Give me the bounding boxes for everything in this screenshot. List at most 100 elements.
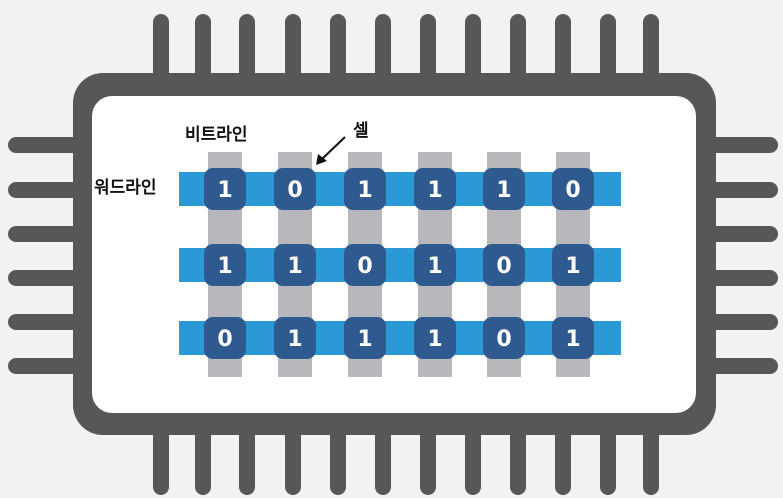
pin-bottom-5 — [330, 425, 346, 495]
pin-top-6 — [375, 14, 391, 84]
memory-cell-bit: 1 — [357, 178, 372, 203]
top-pins — [153, 14, 659, 84]
wordline-label: 워드라인 — [94, 178, 157, 198]
memory-cell: 1 — [204, 168, 246, 210]
memory-cell-bit: 0 — [287, 178, 302, 203]
memory-cell-box — [274, 244, 316, 286]
pin-right-4 — [706, 270, 778, 286]
pin-top-2 — [195, 14, 211, 84]
memory-cell: 1 — [483, 168, 525, 210]
memory-cell-box — [204, 168, 246, 210]
memory-cell-box — [274, 168, 316, 210]
memory-cell-bit: 1 — [565, 254, 580, 279]
pin-right-3 — [706, 226, 778, 242]
bitline-label: 비트라인 — [185, 125, 248, 145]
pin-left-5 — [8, 314, 83, 330]
pin-left-3 — [8, 226, 83, 242]
pin-bottom-6 — [375, 425, 391, 495]
pin-bottom-9 — [510, 425, 526, 495]
pin-top-10 — [555, 14, 571, 84]
pin-top-5 — [330, 14, 346, 84]
pin-bottom-7 — [420, 425, 436, 495]
memory-cell: 0 — [552, 168, 594, 210]
memory-cell-box — [552, 168, 594, 210]
pin-right-6 — [706, 358, 778, 374]
cell-pointer-arrow — [316, 136, 346, 165]
memory-cell-bit: 1 — [427, 178, 442, 203]
pin-left-2 — [8, 182, 83, 198]
pin-bottom-12 — [643, 425, 659, 495]
wordline-3 — [179, 321, 621, 355]
memory-cell-bit: 1 — [496, 178, 511, 203]
memory-cell-bit: 0 — [217, 327, 232, 352]
memory-cell: 0 — [344, 244, 386, 286]
pin-top-3 — [239, 14, 255, 84]
wordlines — [179, 172, 621, 355]
memory-cell-box — [483, 168, 525, 210]
pin-left-4 — [8, 270, 83, 286]
memory-cell-bit: 1 — [427, 254, 442, 279]
pin-left-1 — [8, 137, 83, 153]
memory-cell-bit: 1 — [217, 254, 232, 279]
cell-label: 셀 — [353, 121, 369, 141]
memory-cell-box — [552, 244, 594, 286]
pin-top-8 — [465, 14, 481, 84]
pin-right-5 — [706, 314, 778, 330]
memory-cell: 1 — [344, 317, 386, 359]
bottom-pins — [153, 425, 659, 495]
memory-cell: 1 — [344, 168, 386, 210]
memory-cell: 1 — [414, 168, 456, 210]
left-pins — [8, 137, 83, 374]
memory-cell-bit: 1 — [287, 254, 302, 279]
memory-cell-box — [414, 168, 456, 210]
memory-cell: 1 — [414, 317, 456, 359]
memory-cell: 1 — [552, 244, 594, 286]
pin-top-9 — [510, 14, 526, 84]
pin-bottom-3 — [239, 425, 255, 495]
pin-bottom-11 — [600, 425, 616, 495]
memory-cell-bit: 1 — [427, 327, 442, 352]
memory-cell: 1 — [414, 244, 456, 286]
memory-cell: 0 — [483, 317, 525, 359]
pin-right-1 — [706, 137, 778, 153]
pin-top-1 — [153, 14, 169, 84]
pin-bottom-4 — [285, 425, 301, 495]
memory-cell-box — [204, 244, 246, 286]
cell-grid: 1 0 1 1 1 0 1 1 0 1 0 1 0 1 1 1 0 1 — [204, 168, 594, 359]
memory-cell: 0 — [204, 317, 246, 359]
right-pins — [706, 137, 778, 374]
memory-cell-box — [483, 244, 525, 286]
memory-cell-bit: 0 — [496, 327, 511, 352]
memory-cell-box — [344, 244, 386, 286]
pin-top-4 — [285, 14, 301, 84]
memory-cell-box — [274, 317, 316, 359]
memory-cell-box — [344, 317, 386, 359]
memory-cell-bit: 1 — [217, 178, 232, 203]
memory-cell-bit: 1 — [287, 327, 302, 352]
memory-cell-bit: 0 — [565, 178, 580, 203]
pin-top-7 — [420, 14, 436, 84]
memory-cell-bit: 0 — [357, 254, 372, 279]
pin-bottom-8 — [465, 425, 481, 495]
memory-cell-bit: 0 — [496, 254, 511, 279]
memory-cell: 0 — [483, 244, 525, 286]
pin-bottom-2 — [195, 425, 211, 495]
wordline-2 — [179, 248, 621, 282]
wordline-1 — [179, 172, 621, 206]
memory-cell: 0 — [274, 168, 316, 210]
memory-cell-box — [204, 317, 246, 359]
pin-bottom-1 — [153, 425, 169, 495]
memory-cell: 1 — [552, 317, 594, 359]
pin-right-2 — [706, 182, 778, 198]
memory-cell-box — [344, 168, 386, 210]
memory-cell-box — [483, 317, 525, 359]
memory-cell-box — [414, 244, 456, 286]
pin-left-6 — [8, 358, 83, 374]
pin-bottom-10 — [555, 425, 571, 495]
memory-cell: 1 — [274, 244, 316, 286]
memory-cell-box — [414, 317, 456, 359]
memory-cell-bit: 1 — [357, 327, 372, 352]
memory-cell-box — [552, 317, 594, 359]
